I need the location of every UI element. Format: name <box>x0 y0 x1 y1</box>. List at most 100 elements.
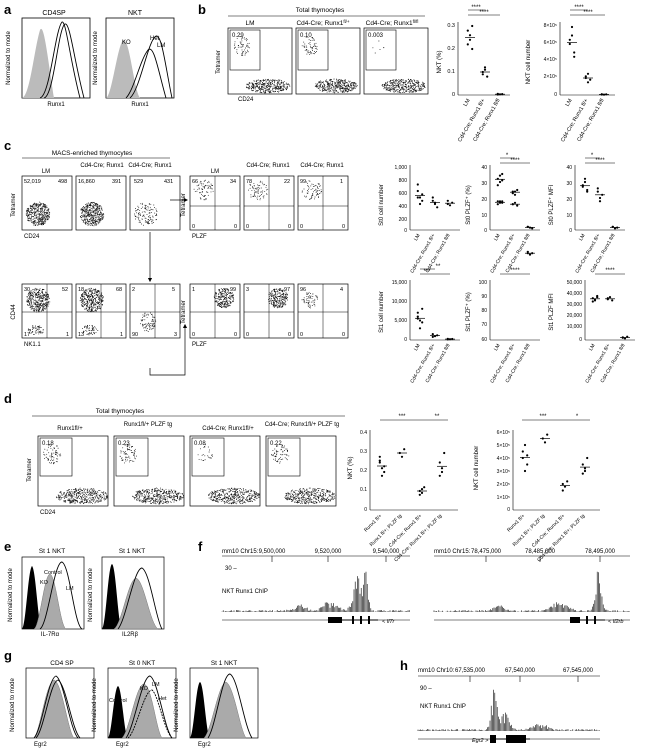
scatter-point <box>416 315 419 318</box>
panel-d: d Total thymocytes Runx1fl/+ Runx1fl/+ P… <box>4 391 600 563</box>
scatter-point <box>498 174 502 177</box>
svg-text:LM: LM <box>493 343 502 352</box>
svg-text:LM: LM <box>42 169 50 175</box>
svg-text:0: 0 <box>192 224 195 230</box>
scatter-point <box>448 204 452 207</box>
scatter-point <box>383 470 386 474</box>
scatter-point <box>423 486 426 489</box>
f-chip-track-1 <box>221 571 410 612</box>
svg-text:Cd4-Cre; Runx1: Cd4-Cre; Runx1 <box>80 163 124 169</box>
a-hist1-frame <box>21 17 91 99</box>
b-plot2-ylabel: NKT cell number <box>526 40 532 85</box>
svg-text:4×10⁵: 4×10⁵ <box>544 57 557 63</box>
svg-text:2: 2 <box>132 287 135 293</box>
svg-text:1: 1 <box>66 332 69 338</box>
scatter-point <box>418 319 422 322</box>
a-xlabel-2: Runx1 <box>131 102 149 108</box>
svg-text:10,000: 10,000 <box>567 324 583 330</box>
svg-text:St0 PLZF⁺ MFI: St0 PLZF⁺ MFI <box>548 184 555 225</box>
svg-text:0: 0 <box>342 332 345 338</box>
svg-text:20,000: 20,000 <box>567 313 583 319</box>
e-hist1-control <box>22 566 42 629</box>
svg-text:0: 0 <box>192 332 195 338</box>
scatter-point <box>481 73 484 76</box>
svg-text:2×10⁵: 2×10⁵ <box>544 74 557 80</box>
scatter-point <box>436 206 439 209</box>
svg-text:90: 90 <box>132 332 138 338</box>
svg-text:40,000: 40,000 <box>567 291 583 297</box>
svg-text:52,019: 52,019 <box>24 179 41 185</box>
svg-text:431: 431 <box>164 179 173 185</box>
scatter-point <box>543 441 547 444</box>
svg-text:0: 0 <box>404 228 407 234</box>
svg-text:800: 800 <box>399 178 408 184</box>
panel-letter-g: g <box>4 648 12 663</box>
c-plot5: St1 PLZF⁺ (%) 100 90 80 70 60 **** LM Cd… <box>465 200 540 384</box>
svg-text:Cd4-Cre; Runx1fl/+ PLZF tg: Cd4-Cre; Runx1fl/+ PLZF tg <box>265 422 340 428</box>
scatter-point <box>421 307 424 310</box>
scatter-point <box>496 203 499 206</box>
e-hist1-ko <box>33 573 67 630</box>
panel-letter-a: a <box>4 2 12 17</box>
scatter-point <box>613 227 617 230</box>
svg-text:St0 PLZF⁺ (%): St0 PLZF⁺ (%) <box>465 185 472 225</box>
a-hist1-title: CD4SP <box>42 10 66 17</box>
scatter-point <box>584 75 587 78</box>
panel-letter-c: c <box>4 138 11 153</box>
scatter-point <box>438 461 441 464</box>
svg-text:0.1: 0.1 <box>447 69 455 75</box>
svg-text:0: 0 <box>300 224 303 230</box>
scatter-point <box>561 482 564 486</box>
scatter-point <box>523 469 527 473</box>
a-ylabel: Normalized to mode <box>6 30 12 84</box>
scatter-point <box>418 327 422 330</box>
scatter-point <box>418 196 422 199</box>
svg-text:Tetramer: Tetramer <box>11 193 17 217</box>
scatter-point <box>431 199 434 202</box>
scatter-point <box>583 177 587 180</box>
svg-text:60: 60 <box>481 337 487 343</box>
svg-text:****: **** <box>471 5 481 11</box>
svg-text:****: **** <box>510 158 520 164</box>
svg-text:PLZF: PLZF <box>192 342 207 348</box>
a-xlabel-1: Runx1 <box>47 102 65 108</box>
svg-text:Runx1fl/+ PLZF tg: Runx1fl/+ PLZF tg <box>124 422 173 428</box>
svg-text:90: 90 <box>481 294 487 300</box>
panel-b: b Total thymocytes LM Cd4-Cre; Runx1fl/+… <box>198 2 615 143</box>
scatter-point <box>431 335 434 338</box>
scatter-point <box>581 463 584 466</box>
scatter-point <box>483 68 487 71</box>
scatter-point <box>471 24 474 28</box>
scatter-point <box>511 192 514 195</box>
scatter-point <box>596 190 599 193</box>
svg-text:529: 529 <box>134 179 143 185</box>
b-dot-lm <box>227 27 293 95</box>
scatter-point <box>400 455 404 458</box>
scatter-point <box>596 187 599 190</box>
svg-text:10,000: 10,000 <box>392 299 408 305</box>
c-plot6: St1 PLZF MFI 50,000 40,000 30,000 20,000… <box>549 268 635 384</box>
scatter-point <box>380 467 384 470</box>
svg-text:50,000: 50,000 <box>567 280 583 286</box>
d-plot1: NKT (%) 0.4 0.3 0.2 0.1 0 *** ** Runx1 f… <box>348 414 458 563</box>
svg-text:5: 5 <box>172 287 175 293</box>
scatter-point <box>526 454 529 457</box>
c-plot1-points <box>415 183 455 209</box>
svg-text:10: 10 <box>566 213 572 219</box>
svg-text:****: **** <box>605 268 615 274</box>
d-plot1-points <box>377 448 447 496</box>
svg-text:3: 3 <box>174 332 177 338</box>
scatter-point <box>573 55 576 58</box>
c-plot2: St0 PLZF⁺ (%) 40 30 20 10 0 * **** LM Cd… <box>465 153 540 274</box>
b-group-ko: Cd4-Cre; Runx1fl/fl <box>366 19 419 27</box>
svg-text:400: 400 <box>399 204 408 210</box>
scatter-point <box>596 296 599 299</box>
scatter-point <box>498 200 502 203</box>
scatter-point <box>420 488 424 491</box>
panel-letter-e: e <box>4 539 11 554</box>
scatter-point <box>583 467 587 470</box>
svg-text:0: 0 <box>234 332 237 338</box>
scatter-point <box>483 66 487 69</box>
scatter-point <box>561 489 564 492</box>
scatter-point <box>573 51 576 54</box>
